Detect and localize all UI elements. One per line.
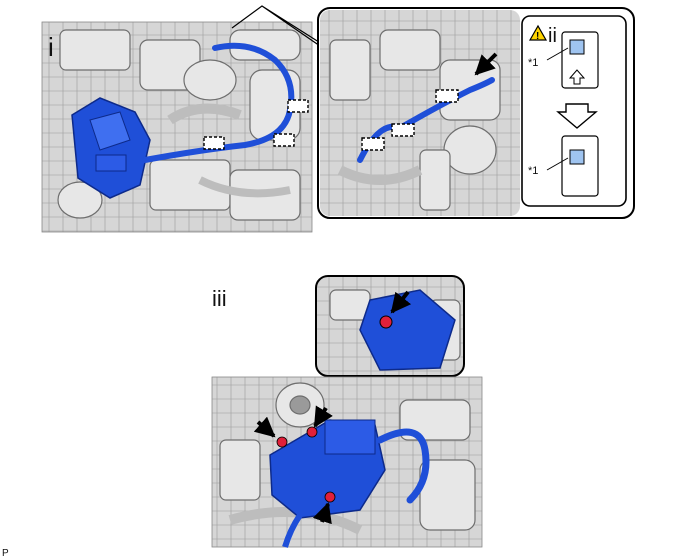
transition-arrow [556,103,598,129]
footer-code: P [2,548,9,559]
detail-panel-top: ! ii *1 *1 [317,7,635,219]
connector-arrow-detail [474,52,498,76]
svg-text:!: ! [536,31,539,42]
part-assembly-i [71,97,151,199]
callout-bottom: *1 [528,165,538,177]
panel-i-label: i [48,32,54,62]
engine-background-i [57,29,301,221]
panel-iii-label: iii [212,286,227,311]
clamp-markers-i [203,99,309,150]
connector-top [561,31,599,89]
bolt-arrow-detail [390,290,412,314]
leader-i-to-detail [231,5,323,47]
hose-i [142,42,295,163]
inset-ii: ! ii *1 *1 [521,15,627,207]
connector-bottom [561,135,599,197]
part-assembly-iii [269,419,430,548]
panel-iii [211,376,483,548]
hose-detail [357,77,495,163]
callout-top: *1 [528,57,538,69]
detail-panel-iii [315,275,465,377]
bolt-arrows-iii [253,405,333,525]
bolt-detail [379,315,393,329]
panel-i: i [41,21,313,233]
warning-icon: ! [528,24,548,42]
panel-ii-label: ii [548,25,557,47]
bolts-iii [276,426,336,503]
